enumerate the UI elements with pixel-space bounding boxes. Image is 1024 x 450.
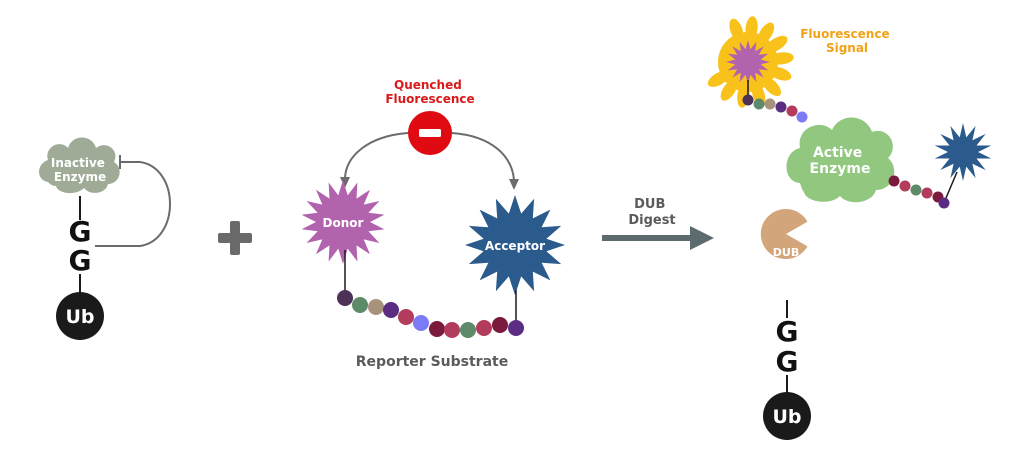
reporter-substrate: Quenched Fluorescence Donor Acceptor [301,78,565,370]
donor-label: Donor [323,216,364,230]
arrow-head [690,226,714,250]
quench-arrow-right [451,132,515,181]
acceptor-label: Acceptor [485,239,545,253]
sunburst-petal [757,22,775,44]
residue [413,315,429,331]
fluorescence-signal-label: Fluorescence Signal [800,27,894,55]
active-enzyme-label: Active Enzyme [810,145,871,177]
residue [398,309,414,325]
inactive-enzyme-cloud [39,137,120,194]
quench-minus-bar [419,129,441,137]
residue [888,175,900,187]
residue [492,317,508,333]
free-acceptor-linker [945,171,958,199]
arrow-shaft [602,235,694,241]
free-glycine-lower: G [776,345,799,378]
dub-label: DUB [773,246,799,259]
sunburst-petal [720,79,738,101]
free-acceptor-quencher [934,123,992,181]
quench-arrow-left [344,132,409,179]
acceptor-quencher [465,195,565,295]
residue [910,184,922,196]
glycine-upper: G [69,215,92,248]
dub-digest-label: DUB Digest [628,197,675,228]
residue [764,98,776,110]
peptide-chain [337,290,524,338]
sunburst-petal [745,16,758,41]
residue [383,302,399,318]
glycine-lower: G [69,244,92,277]
residue [368,299,384,315]
ubiquitin-circle [56,292,104,340]
residue [429,321,445,337]
residue [476,320,492,336]
residue [742,94,754,106]
donor-fragment [742,94,808,123]
sunburst-petal [729,18,744,42]
dub-digest-arrow: DUB Digest [602,197,714,250]
free-ubiquitin-label: Ub [772,406,801,428]
residue [938,197,950,209]
sunburst-petal [768,66,792,81]
products: Fluorescence Signal Active Enzyme [707,16,992,440]
free-ubiquitin-circle [763,392,811,440]
quenched-fluorescence-label: Quenched Fluorescence [385,78,474,106]
residue [775,101,787,113]
residue [337,290,353,306]
free-glycine-upper: G [776,315,799,348]
acceptor-fragment [888,175,950,209]
residue [786,105,798,117]
residue [508,320,524,336]
free-donor-fluorophore [726,40,770,84]
quench-arrow-right-head [509,179,519,190]
sunburst-petal [707,71,730,87]
inactive-enzyme-construct: Inactive Enzyme G G Ub [39,137,171,340]
residue [460,322,476,338]
residue [444,322,460,338]
residue [796,111,808,123]
reporter-substrate-label: Reporter Substrate [356,354,508,370]
quench-arrow-left-head [340,177,350,188]
active-enzyme-cloud [786,117,895,203]
residue [921,187,933,199]
inactive-enzyme-label: Inactive Enzyme [51,156,109,184]
dub-enzyme [760,209,808,259]
sunburst-petal [762,76,781,97]
ubiquitin-label: Ub [65,306,94,328]
sunburst-petal [769,52,794,65]
residue [352,297,368,313]
donor-fluorophore [301,180,385,264]
sunburst-petal [766,35,788,53]
residue [899,180,911,192]
residue [753,98,765,110]
plus-icon [218,221,252,255]
inhibition-line [95,161,171,247]
